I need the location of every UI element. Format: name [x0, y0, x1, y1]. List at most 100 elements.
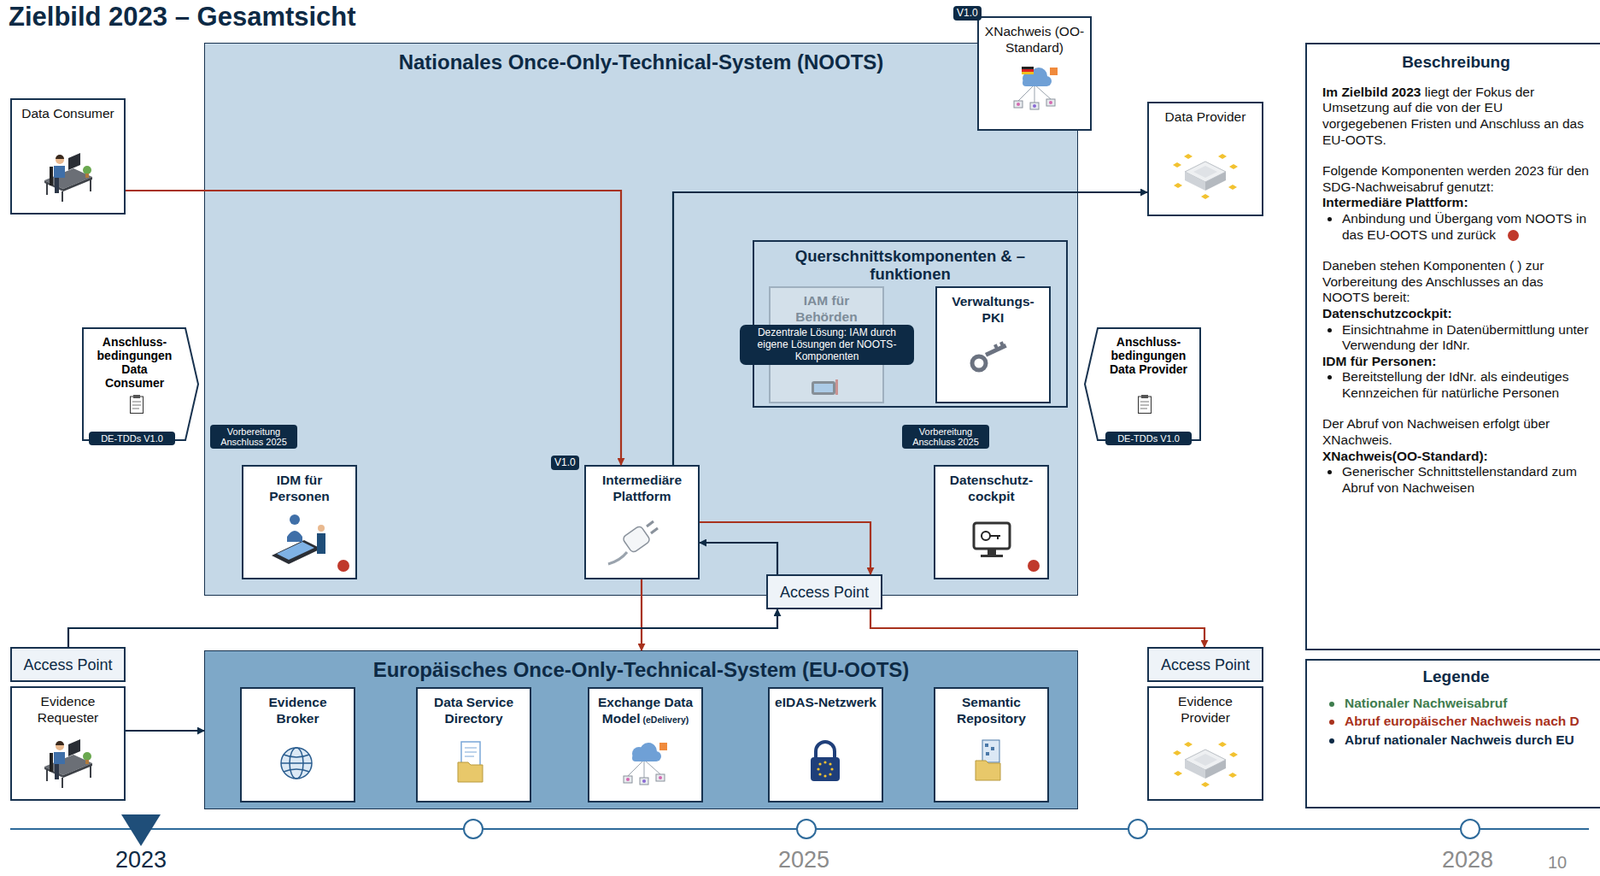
condition-pentagon: Anschluss-bedingungen Data Provider [1084, 327, 1202, 441]
plug-icon [608, 521, 658, 564]
legend-text: Abruf europäischer Nachweis nach D [1344, 713, 1580, 730]
box-label: Data Service Directory [422, 694, 525, 727]
panel-heading: Beschreibung [1322, 52, 1590, 73]
group-box: Querschnittskomponenten & –funktionenIAM… [752, 240, 1068, 408]
legend-row: Nationaler Nachweisabruf [1329, 695, 1590, 712]
bullet-dot [1507, 229, 1519, 241]
box-label: Data Provider [1154, 109, 1257, 126]
box-label: Anschluss-bedingungen Data Consumer [90, 334, 179, 390]
bullet-item: Anbindung und Übergang vom NOOTS in das … [1322, 210, 1590, 243]
version-tag: V1.0 [550, 455, 580, 470]
bullet-item: Generischer Schnittstellenstandard zum A… [1322, 463, 1590, 496]
box-label: Access Point [1160, 656, 1250, 673]
paragraph: Folgende Komponenten werden 2023 für den… [1322, 163, 1590, 195]
bullet-text: Bereitstellung der IdNr. als eindeutiges… [1342, 369, 1590, 401]
flow-connector [125, 190, 622, 465]
component-heading: XNachweis(OO-Standard): [1322, 448, 1590, 465]
box-label: Semantic Repository [940, 694, 1043, 727]
diagram-title: Zielbild 2023 – Gesamtsicht [8, 1, 357, 33]
version-tag: DE-TDDs V1.0 [88, 431, 176, 446]
actor-box: Evidence Requester [10, 685, 126, 801]
user-icon [44, 738, 93, 788]
box-label: Legende [1322, 667, 1590, 687]
timeline-year: 2025 [778, 846, 830, 874]
box-label: Anschluss-bedingungen Data Provider [1104, 334, 1193, 376]
component-box: Evidence Broker [240, 686, 356, 803]
bullet-text: Anbindung und Übergang vom NOOTS in das … [1342, 210, 1590, 243]
region-title: Europäisches Once-Only-Technical-System … [205, 657, 1078, 682]
component-box: Verwaltungs-PKI [935, 286, 1051, 404]
repository-icon [975, 739, 1001, 780]
box-label: Data Consumer [17, 105, 119, 123]
legend-row: Abruf nationaler Nachweis durch EU [1329, 732, 1590, 749]
actor-box: Data Consumer [10, 98, 126, 215]
component-box: eIDAS-Netzwerk [767, 686, 884, 803]
box-label: eIDAS-Netzwerk [774, 694, 877, 711]
flow-connector [68, 609, 778, 647]
component-heading: Datenschutzcockpit: [1322, 305, 1590, 323]
box-label: XNachweis (OO-Standard) [984, 23, 1085, 56]
box-label: (eDelivery) [643, 714, 690, 725]
box-label: IAM für Behörden [775, 293, 878, 325]
status-tag: Vorbereitung Anschluss 2025 [902, 424, 990, 449]
id-icon [271, 514, 350, 572]
box-label: Evidence Provider [1154, 693, 1257, 726]
status-tag: Vorbereitung Anschluss 2025 [210, 424, 298, 449]
box-label: Evidence Broker [246, 694, 349, 727]
emphasis: Im Zielbild 2023 [1322, 84, 1421, 100]
monitor-icon [973, 522, 1040, 572]
legend-row: Abruf europäischer Nachweis nach D [1329, 713, 1590, 730]
condition-pentagon: Anschluss-bedingungen Data Consumer [82, 327, 200, 441]
key-icon [972, 340, 1008, 370]
box-label: Access Point [23, 656, 112, 673]
standard-icon [1013, 66, 1058, 110]
building-icon [1172, 741, 1238, 787]
system-band: Europäisches Once-Only-Technical-System … [204, 650, 1079, 809]
version-tag: DE-TDDs V1.0 [1105, 431, 1192, 446]
document-icon [130, 394, 144, 414]
box-label: IDM für Personen [248, 472, 351, 505]
paragraph: Der Abruf von Nachweisen erfolgt über XN… [1322, 416, 1590, 448]
box-label: Datenschutz-cockpit [940, 472, 1043, 505]
flow-connector [870, 609, 1205, 647]
building-icon [1172, 153, 1238, 200]
globe-icon [281, 747, 312, 779]
legend-swatch [1329, 719, 1335, 725]
paragraph: Daneben stehen Komponenten ( ) zur Vorbe… [1322, 257, 1590, 306]
region-title: Nationales Once-Only-Technical-System (N… [205, 50, 1078, 75]
box-label: Evidence Requester [17, 693, 119, 726]
bullet-text: Einsichtnahme in Datenübermittlung unter… [1342, 322, 1590, 354]
timeline-year: 2028 [1441, 846, 1494, 874]
bullet-dot [1327, 375, 1332, 380]
network-icon [623, 742, 668, 785]
legend-swatch [1329, 738, 1335, 744]
bullet-item: Bereitstellung der IdNr. als eindeutiges… [1322, 369, 1590, 401]
timeline-marker [121, 814, 161, 846]
access-point: Access Point [766, 574, 883, 610]
bullet-dot [1327, 328, 1332, 333]
box-label: Access Point [779, 584, 869, 600]
page-number: 10 [1547, 852, 1567, 873]
flow-connector [125, 729, 205, 732]
timeline-milestones [463, 819, 1480, 839]
legend-text: Nationaler Nachweisabruf [1344, 695, 1507, 712]
flow-connector [673, 192, 1148, 465]
flow-connector [699, 542, 778, 575]
component-box: Intermediäre Plattform [584, 464, 700, 580]
component-heading: Intermediäre Plattform: [1322, 194, 1590, 211]
region-title: Querschnittskomponenten & –funktionen [788, 246, 1032, 284]
bullet-text: Generischer Schnittstellenstandard zum A… [1342, 463, 1590, 496]
legend-panel: LegendeNationaler NachweisabrufAbruf eur… [1305, 658, 1600, 809]
bullet-dot [1327, 469, 1332, 475]
lock-icon [810, 741, 840, 781]
flow-connector [699, 521, 871, 575]
version-tag: V1.0 [953, 5, 982, 21]
phone-icon [811, 379, 839, 395]
flow-connector [640, 579, 643, 651]
paragraph: Im Zielbild 2023liegt der Fokus der Umse… [1322, 84, 1590, 148]
document-icon [1138, 394, 1152, 414]
component-heading: IDM für Personen: [1322, 353, 1590, 370]
access-point: Access Point [1147, 646, 1264, 682]
timeline-year: 2023 [115, 846, 167, 874]
access-point: Access Point [10, 646, 126, 682]
